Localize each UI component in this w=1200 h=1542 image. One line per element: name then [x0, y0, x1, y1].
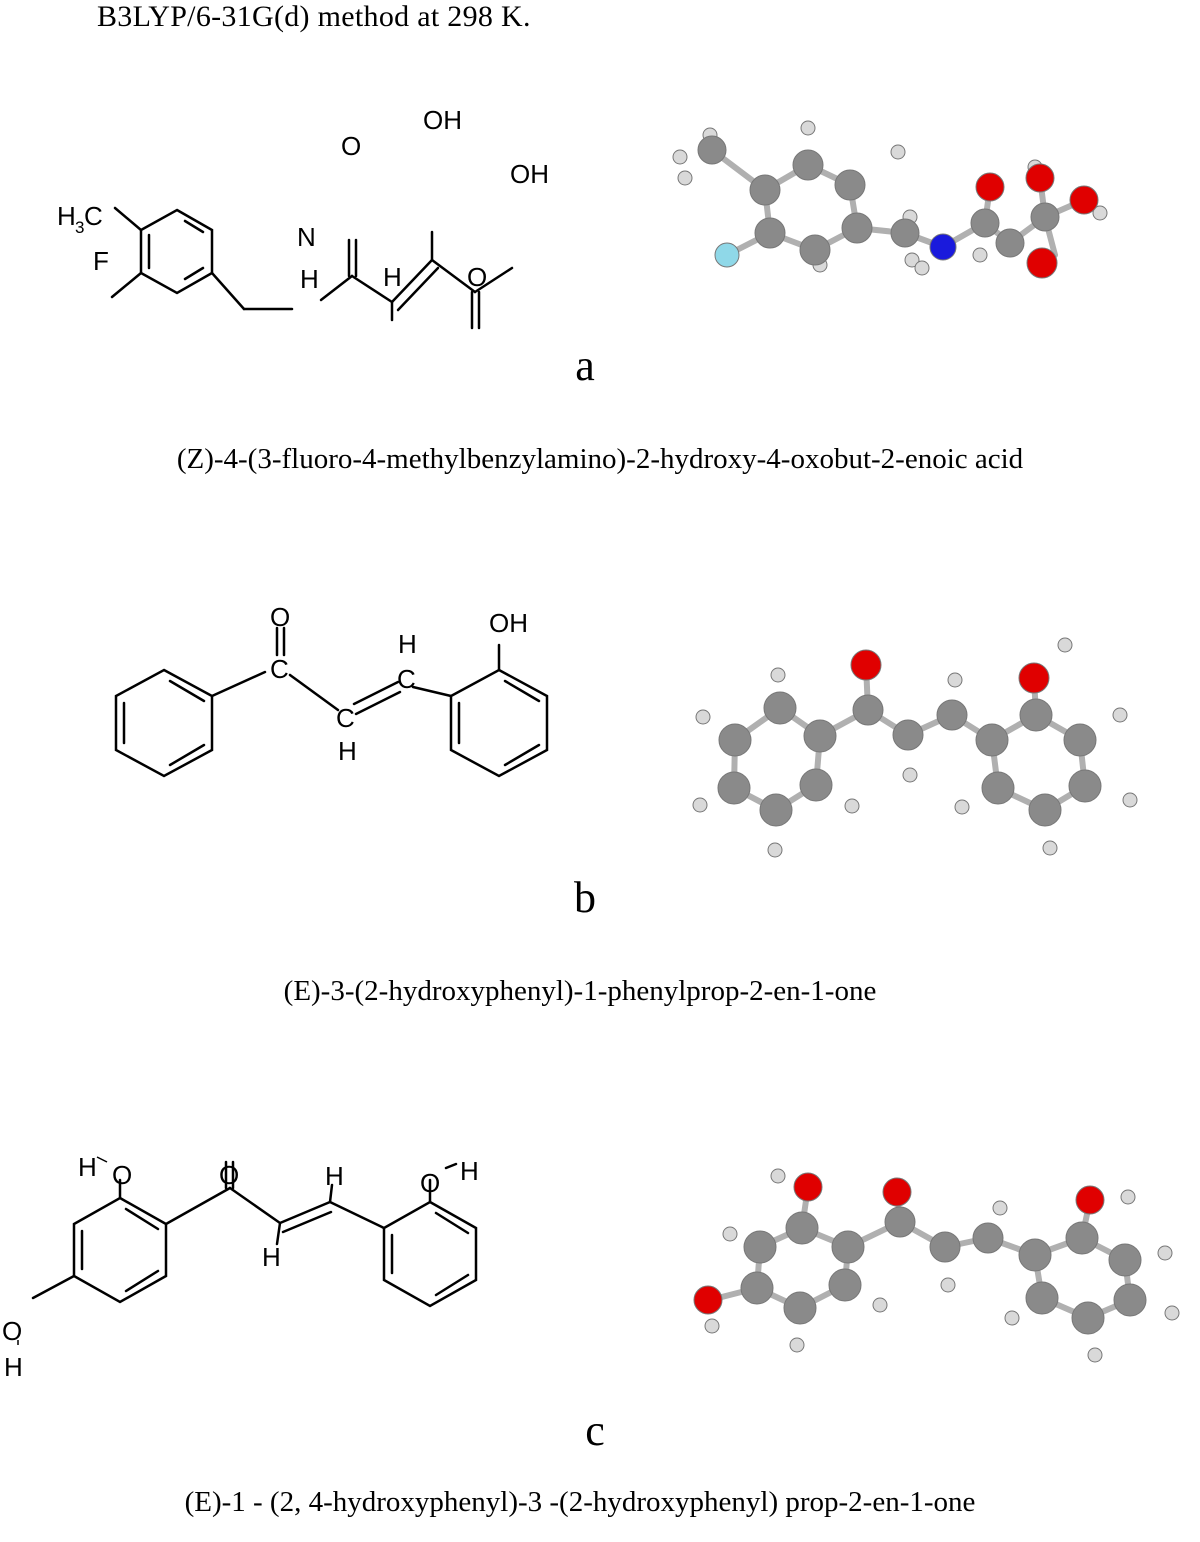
atom-label: H	[325, 1161, 344, 1191]
atom-label: O	[420, 1168, 440, 1198]
atom-label: H	[4, 1352, 23, 1382]
structure-c-3d	[693, 1168, 1180, 1363]
atom-label: F	[93, 246, 109, 276]
atom-label: H	[57, 201, 76, 231]
atom-label: H	[262, 1242, 281, 1272]
atom-label: H	[78, 1152, 97, 1182]
caption-c: (E)-1 - (2, 4-hydroxyphenyl)-3 -(2-hydro…	[184, 1486, 976, 1518]
structure-b-2d: O C C H C H OH	[114, 602, 549, 778]
atom-label: N	[297, 222, 316, 252]
panel-label-a: a	[575, 341, 595, 390]
atom-label: C	[336, 703, 355, 733]
atom-label: H	[300, 264, 319, 294]
atom-label: H	[460, 1156, 479, 1186]
atom-label: OH	[489, 608, 528, 638]
atom-label: C	[270, 654, 289, 684]
panel-label-b: b	[574, 873, 596, 922]
header-text: B3LYP/6-31G(d) method at 298 K.	[97, 0, 531, 33]
structure-a-2d: H 3 C F N H H O OH OH O	[57, 105, 549, 330]
caption-b: (E)-3-(2-hydroxyphenyl)-1-phenylprop-2-e…	[283, 975, 877, 1007]
atom-label: H	[383, 262, 402, 292]
caption-a: (Z)-4-(3-fluoro-4-methylbenzylamino)-2-h…	[176, 443, 1024, 475]
panel-label-c: c	[585, 1406, 605, 1455]
atom-label: O	[467, 262, 487, 292]
atom-label: 3	[75, 218, 84, 237]
atom-label: OH	[423, 105, 462, 135]
atom-label: O	[219, 1160, 239, 1190]
structure-b-3d	[692, 637, 1138, 858]
structure-a-3d	[672, 120, 1108, 279]
atom-label: O	[270, 602, 290, 632]
structure-c-2d: H O O H H O H O H	[2, 1152, 479, 1382]
atom-label: OH	[510, 159, 549, 189]
atom-label: H	[338, 736, 357, 766]
atom-label: O	[2, 1316, 22, 1346]
atom-label: C	[397, 664, 416, 694]
atom-label: H	[398, 629, 417, 659]
atom-label: O	[112, 1160, 132, 1190]
atom-label: C	[84, 201, 103, 231]
atom-label: O	[341, 131, 361, 161]
